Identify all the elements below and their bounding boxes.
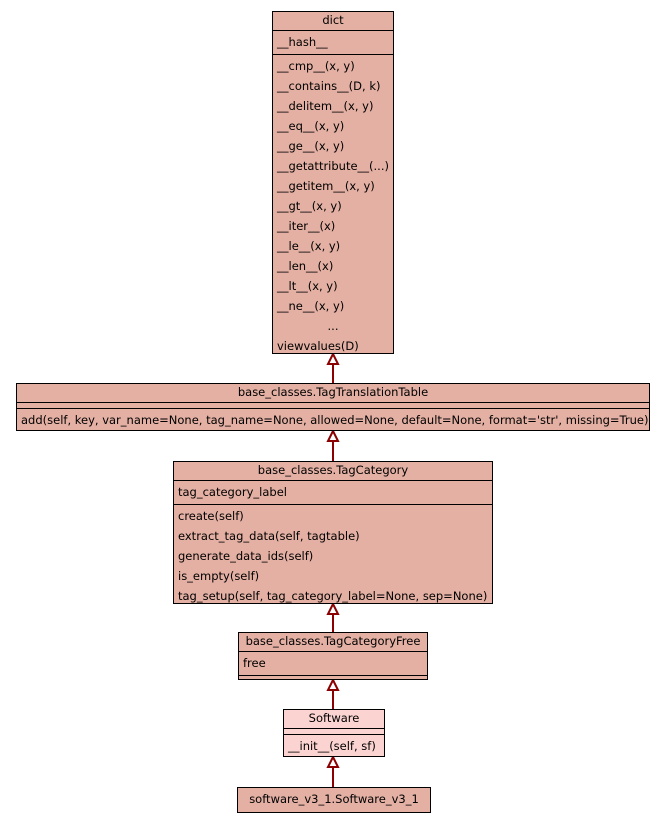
method: __ge__(x, y) [277, 139, 345, 153]
method: __cmp__(x, y) [277, 59, 355, 73]
attribute: tag_category_label [178, 485, 287, 499]
class-software-name: Software [284, 710, 384, 729]
attribute: __hash__ [277, 35, 328, 49]
class-software-v3-1[interactable]: software_v3_1.Software_v3_1 [237, 787, 431, 813]
inherit-arrowhead [326, 428, 340, 442]
class-tagcategory-attributes: tag_category_label [174, 481, 492, 505]
method: __delitem__(x, y) [277, 99, 374, 113]
inherit-arrowhead [326, 754, 340, 768]
method: __ne__(x, y) [277, 299, 345, 313]
inherit-arrowhead [326, 351, 340, 365]
method-ellipsis: ... [327, 319, 339, 333]
class-tagcategory[interactable]: base_classes.TagCategory tag_category_la… [173, 461, 493, 604]
class-tagcategoryfree[interactable]: base_classes.TagCategoryFree free [238, 632, 428, 680]
method: viewvalues(D) [277, 339, 359, 353]
method: add(self, key, var_name=None, tag_name=N… [21, 413, 649, 427]
class-tagtranslationtable-attributes [17, 403, 649, 409]
class-tagcategoryfree-name: base_classes.TagCategoryFree [239, 633, 427, 652]
class-dict[interactable]: dict __hash__ __cmp__(x, y) __contains__… [272, 11, 394, 354]
attribute: free [243, 656, 266, 670]
class-tagcategory-name: base_classes.TagCategory [174, 462, 492, 481]
class-software-attributes [284, 729, 384, 735]
class-dict-attributes: __hash__ [273, 31, 393, 55]
class-software-methods: __init__(self, sf) [284, 735, 384, 758]
method: __init__(self, sf) [288, 739, 376, 753]
inherit-arrowhead [326, 677, 340, 691]
method: is_empty(self) [178, 569, 260, 583]
method: __lt__(x, y) [277, 279, 338, 293]
inherit-arrowhead [326, 601, 340, 615]
method: __getitem__(x, y) [277, 179, 375, 193]
class-tagcategory-methods: create(self) extract_tag_data(self, tagt… [174, 505, 492, 608]
method: __le__(x, y) [277, 239, 341, 253]
method: tag_setup(self, tag_category_label=None,… [178, 589, 488, 603]
method: __getattribute__(...) [277, 159, 389, 173]
class-tagcategoryfree-attributes: free [239, 652, 427, 676]
method: __len__(x) [277, 259, 334, 273]
method: __iter__(x) [277, 219, 336, 233]
class-tagtranslationtable[interactable]: base_classes.TagTranslationTable add(sel… [16, 383, 650, 431]
class-software-v3-1-name: software_v3_1.Software_v3_1 [249, 792, 419, 806]
class-dict-name: dict [273, 12, 393, 31]
class-tagcategoryfree-methods [239, 676, 427, 681]
class-software[interactable]: Software __init__(self, sf) [283, 709, 385, 757]
method: generate_data_ids(self) [178, 549, 314, 563]
class-tagtranslationtable-methods: add(self, key, var_name=None, tag_name=N… [17, 409, 649, 432]
class-dict-methods: __cmp__(x, y) __contains__(D, k) __delit… [273, 55, 393, 358]
method: extract_tag_data(self, tagtable) [178, 529, 360, 543]
method: __contains__(D, k) [277, 79, 381, 93]
method: __gt__(x, y) [277, 199, 342, 213]
class-tagtranslationtable-name: base_classes.TagTranslationTable [17, 384, 649, 403]
method: __eq__(x, y) [277, 119, 345, 133]
method: create(self) [178, 509, 244, 523]
